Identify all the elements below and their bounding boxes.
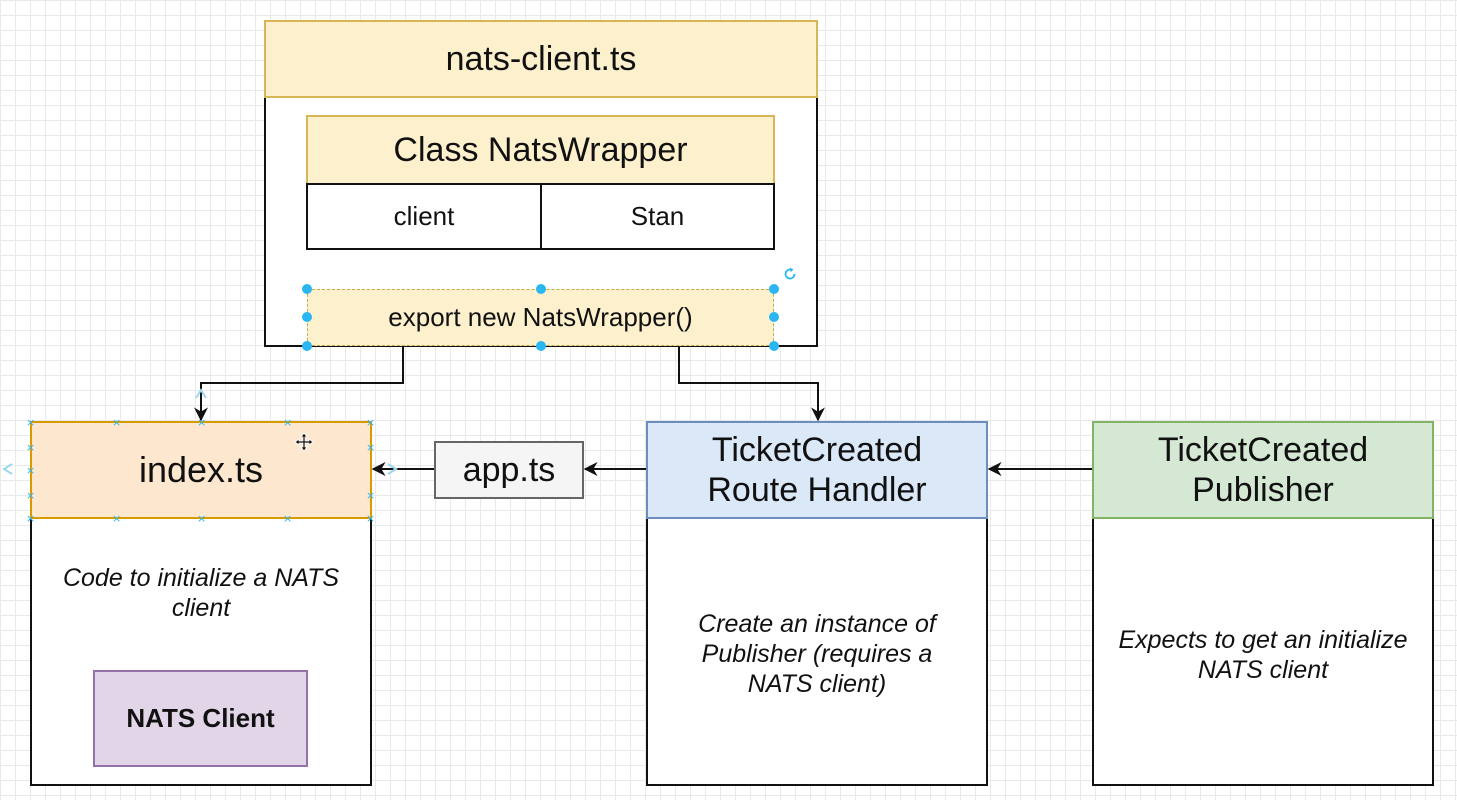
selection-handle[interactable] xyxy=(769,312,779,322)
arrow-export-to-index xyxy=(194,347,404,422)
connection-point-marker: × xyxy=(26,441,36,454)
publisher-title: TicketCreated Publisher xyxy=(1157,431,1369,509)
publisher-header[interactable]: TicketCreated Publisher xyxy=(1092,421,1434,519)
class-field-client[interactable]: client xyxy=(306,183,542,250)
connection-point-marker: × xyxy=(197,416,207,429)
index-header[interactable]: index.ts xyxy=(30,421,372,519)
selection-handle[interactable] xyxy=(302,341,312,351)
class-field-stan-label: Stan xyxy=(630,201,685,231)
connection-point-marker: × xyxy=(26,416,36,429)
connection-point-marker: × xyxy=(112,512,122,525)
class-natswrapper-header[interactable]: Class NatsWrapper xyxy=(306,115,775,185)
hover-arrow-hint xyxy=(2,463,13,475)
connection-point-marker: × xyxy=(26,512,36,525)
connection-point-marker: × xyxy=(112,416,122,429)
route-handler-header[interactable]: TicketCreated Route Handler xyxy=(646,421,988,519)
connection-point-marker: × xyxy=(366,489,376,502)
nats-client-box[interactable]: NATS Client xyxy=(93,670,308,767)
arrow-export-to-route-handler xyxy=(678,347,825,422)
connection-point-marker: × xyxy=(366,512,376,525)
connection-point-marker: × xyxy=(197,512,207,525)
connection-point-marker: × xyxy=(283,512,293,525)
selection-handle[interactable] xyxy=(536,284,546,294)
class-field-client-label: client xyxy=(393,201,455,231)
connection-point-marker: × xyxy=(26,464,36,477)
route-handler-description: Create an instance of Publisher (require… xyxy=(698,610,936,698)
nats-client-box-label: NATS Client xyxy=(126,703,275,733)
route-handler-title: TicketCreated Route Handler xyxy=(707,431,927,509)
connection-point-marker: × xyxy=(366,441,376,454)
connection-point-marker: × xyxy=(26,489,36,502)
selection-handle[interactable] xyxy=(302,284,312,294)
selection-handle[interactable] xyxy=(536,341,546,351)
export-label: export new NatsWrapper() xyxy=(388,302,693,332)
class-field-stan[interactable]: Stan xyxy=(540,183,775,250)
class-natswrapper-title: Class NatsWrapper xyxy=(393,130,688,169)
connection-point-marker: × xyxy=(366,416,376,429)
selection-handle[interactable] xyxy=(302,312,312,322)
selection-handle[interactable] xyxy=(769,341,779,351)
selection-handle[interactable] xyxy=(769,284,779,294)
app-box[interactable]: app.ts xyxy=(434,441,584,499)
connection-point-marker: × xyxy=(283,416,293,429)
rotate-icon[interactable] xyxy=(782,266,798,282)
hover-arrow-hint xyxy=(387,463,398,475)
nats-client-title: nats-client.ts xyxy=(445,39,637,78)
nats-client-header[interactable]: nats-client.ts xyxy=(264,20,818,98)
hover-arrow-hint xyxy=(195,388,207,399)
app-title: app.ts xyxy=(462,450,556,489)
publisher-description: Expects to get an initialize NATS client xyxy=(1118,626,1408,684)
index-title: index.ts xyxy=(138,449,264,490)
move-cursor-icon xyxy=(294,432,314,452)
index-description: Code to initialize a NATS client xyxy=(62,564,340,622)
